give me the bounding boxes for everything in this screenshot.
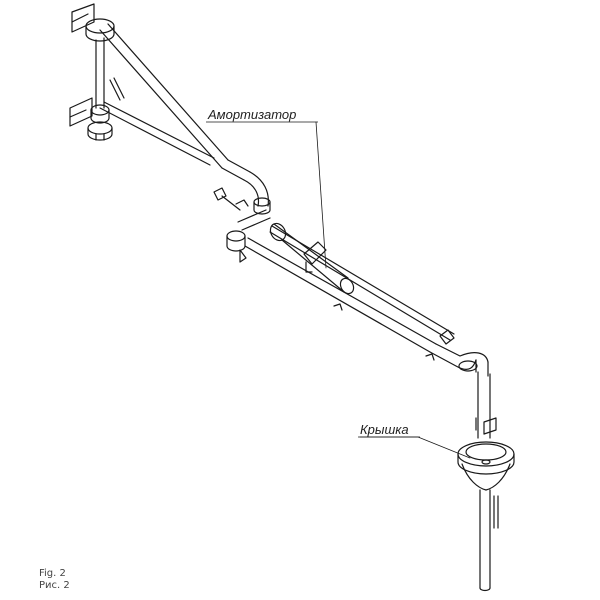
inner-arm-pipe (99, 23, 251, 181)
shock-absorber-leader (315, 121, 327, 269)
shock-absorber-cylinder (269, 222, 355, 295)
lower-pipe (479, 489, 499, 592)
middle-swivel (226, 209, 271, 263)
caption-en: Fig. 2 (39, 568, 66, 579)
upper-elbow (213, 171, 271, 215)
cover (457, 441, 515, 491)
outer-arm-pipe (244, 225, 455, 361)
cover-label: Крышка (360, 422, 409, 437)
mounting-column (69, 3, 115, 141)
shock-absorber-label: Амортизатор (207, 107, 296, 122)
figure-caption: Fig. 2 Рис. 2 (39, 568, 70, 592)
outlet-elbow (429, 343, 489, 377)
cover-leader (359, 436, 471, 459)
drop-pipe (475, 371, 497, 439)
caption-ru: Рис. 2 (39, 580, 70, 591)
